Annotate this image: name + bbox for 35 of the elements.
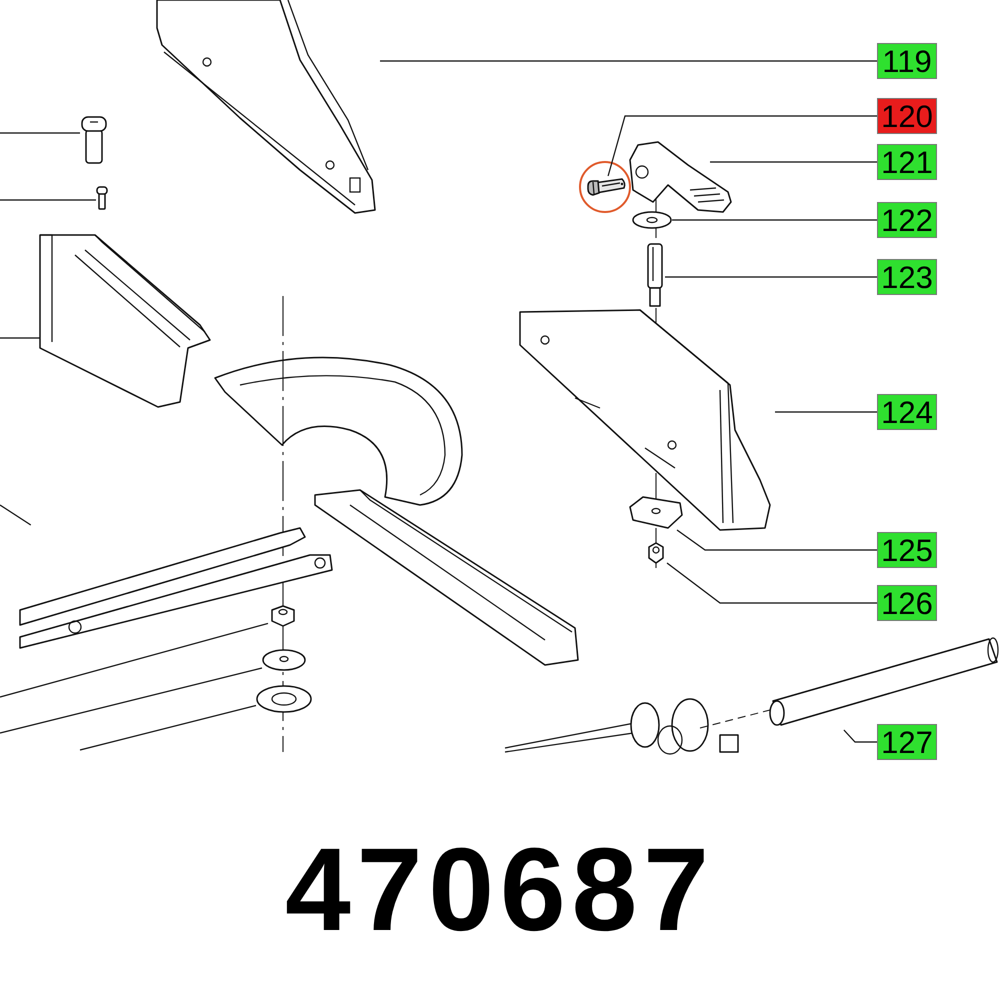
leader-line <box>0 199 96 201</box>
leader-line <box>0 504 32 526</box>
clamp-lever-drawing <box>628 140 733 215</box>
callout-number: 125 <box>877 532 937 568</box>
leader-line <box>0 622 268 698</box>
part-number: 470687 <box>284 823 716 958</box>
callout-number: 126 <box>877 585 937 621</box>
callout-number: 122 <box>877 202 937 238</box>
washer-drawing <box>632 210 672 230</box>
leader-line <box>672 219 877 221</box>
leader-line <box>608 115 877 176</box>
washer-drawing <box>256 684 312 714</box>
callout-number: 120 <box>877 98 937 134</box>
screw-drawing <box>96 186 108 210</box>
leader-line <box>80 704 256 751</box>
bolt-drawing <box>645 243 665 308</box>
leader-line <box>666 562 877 604</box>
leader-line <box>380 60 877 62</box>
leader-line <box>676 530 877 551</box>
leader-line <box>665 276 877 278</box>
leader-line <box>0 132 80 134</box>
leader-line <box>709 161 877 163</box>
callout-number: 127 <box>877 724 937 760</box>
leader-line <box>0 667 262 734</box>
leader-line <box>0 337 40 339</box>
plate-drawing <box>628 495 684 530</box>
callout-number: 124 <box>877 394 937 430</box>
callout-number: 123 <box>877 259 937 295</box>
pin-drawing <box>586 176 628 198</box>
callout-number: 119 <box>877 43 937 79</box>
screw-drawing <box>80 115 108 165</box>
washer-drawing <box>262 648 306 672</box>
leader-line <box>843 730 877 743</box>
callout-number: 121 <box>877 144 937 180</box>
leader-line <box>775 411 877 413</box>
